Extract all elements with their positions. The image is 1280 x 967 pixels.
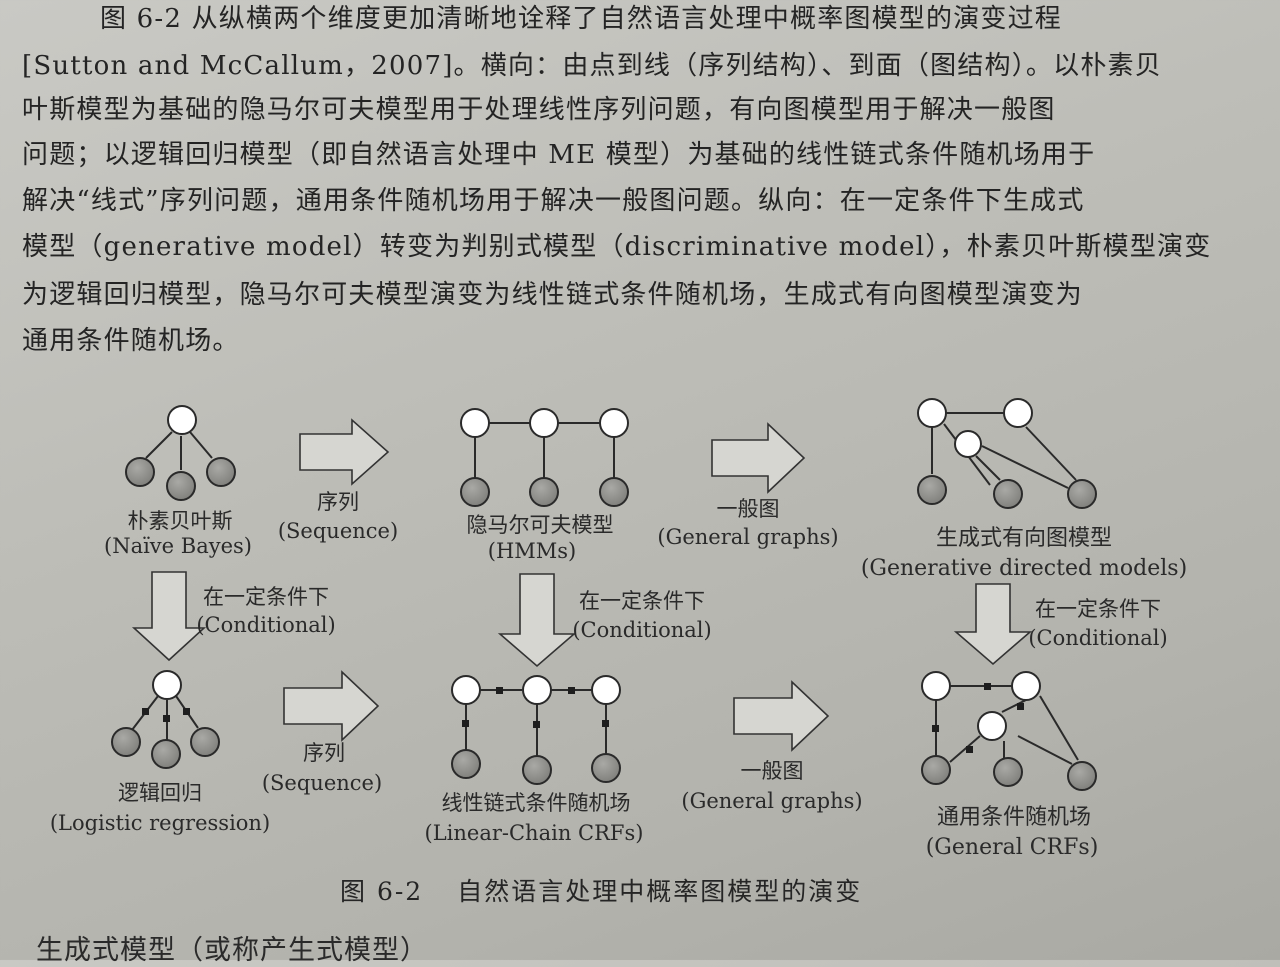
observed-node xyxy=(1067,761,1097,791)
sequence-label-zh-bottom: 序列 xyxy=(303,741,345,765)
observed-node xyxy=(993,479,1023,509)
naive-bayes-label-zh: 朴素贝叶斯 xyxy=(128,509,233,533)
sequence-arrow-bottom xyxy=(283,670,380,742)
naive-bayes-diagram xyxy=(125,405,236,501)
sequence-label-en-top: (Sequence) xyxy=(278,519,398,543)
paragraph-line-3: 叶斯模型为基础的隐马尔可夫模型用于处理线性序列问题，有向图模型用于解决一般图 xyxy=(22,95,1056,125)
figure-caption: 图 6-2 自然语言处理中概率图模型的演变 xyxy=(340,872,862,908)
hidden-node xyxy=(1003,398,1033,428)
general-crf-diagram xyxy=(921,671,1097,791)
paragraph-line-8: 通用条件随机场。 xyxy=(22,326,240,356)
conditional-label-en-middle: (Conditional) xyxy=(572,618,711,642)
hidden-node xyxy=(977,711,1007,741)
hmm-label-zh: 隐马尔可夫模型 xyxy=(467,513,614,537)
logreg-label-en: (Logistic regression) xyxy=(50,811,270,835)
factor-node xyxy=(984,683,991,690)
factor-node xyxy=(568,687,575,694)
linear-chain-crf-diagram xyxy=(451,675,621,785)
observed-node xyxy=(529,477,559,507)
sequence-label-zh-top: 序列 xyxy=(317,490,359,514)
general-label-en-top: (General graphs) xyxy=(657,525,838,549)
caption-text: 自然语言处理中概率图模型的演变 xyxy=(457,877,863,906)
conditional-arrow-left xyxy=(131,571,207,662)
factor-node xyxy=(163,715,170,722)
conditional-label-en-left: (Conditional) xyxy=(196,613,335,637)
observed-node xyxy=(599,477,629,507)
naive-bayes-label-en: (Naïve Bayes) xyxy=(104,534,252,558)
observed-node xyxy=(451,749,481,779)
observed-node xyxy=(921,755,951,785)
gcrf-label-en: (General CRFs) xyxy=(926,835,1099,860)
observed-node xyxy=(125,457,155,487)
hidden-node xyxy=(954,430,982,458)
paragraph-line-6: 模型（generative model）转变为判别式模型（discriminat… xyxy=(22,232,1212,262)
paragraph-line-2: [Sutton and McCallum，2007]。横向：由点到线（序列结构）… xyxy=(22,51,1162,81)
general-label-zh-bottom: 一般图 xyxy=(741,759,804,783)
logreg-label-zh: 逻辑回归 xyxy=(118,781,202,805)
hmm-label-en: (HMMs) xyxy=(488,539,576,563)
observed-node xyxy=(522,755,552,785)
general-label-zh-top: 一般图 xyxy=(717,497,780,521)
paragraph-line-5: 解决“线式”序列问题，通用条件随机场用于解决一般图问题。纵向：在一定条件下生成式 xyxy=(22,186,1085,216)
gcrf-label-zh: 通用条件随机场 xyxy=(937,805,1091,830)
observed-node xyxy=(111,727,141,757)
conditional-arrow-right xyxy=(953,583,1033,666)
hidden-node xyxy=(152,670,182,700)
body-paragraph: 图 6-2 从纵横两个维度更加清晰地诠释了自然语言处理中概率图模型的演变过程 [… xyxy=(0,0,1280,380)
factor-node xyxy=(462,720,469,727)
general-label-en-bottom: (General graphs) xyxy=(681,789,862,813)
hidden-node xyxy=(522,675,552,705)
paragraph-line-1: 图 6-2 从纵横两个维度更加清晰地诠释了自然语言处理中概率图模型的演变过程 xyxy=(100,4,1062,34)
observed-node xyxy=(917,475,947,505)
observed-node xyxy=(206,457,236,487)
next-paragraph-start: 生成式模型（或称产生式模型） xyxy=(36,935,428,966)
observed-node xyxy=(460,477,490,507)
hidden-node xyxy=(921,671,951,701)
conditional-label-zh-right: 在一定条件下 xyxy=(1035,597,1161,621)
factor-node xyxy=(142,708,149,715)
general-arrow-bottom xyxy=(733,680,830,752)
gdm-label-en: (Generative directed models) xyxy=(861,556,1187,581)
hidden-node xyxy=(460,408,490,438)
gdm-label-zh: 生成式有向图模型 xyxy=(936,526,1112,551)
factor-node xyxy=(533,721,540,728)
hmm-diagram xyxy=(460,408,629,507)
observed-node xyxy=(591,753,621,783)
observed-node xyxy=(993,757,1023,787)
factor-node xyxy=(1017,703,1024,710)
hidden-node xyxy=(599,408,629,438)
hidden-node xyxy=(917,398,947,428)
sequence-arrow-top xyxy=(299,418,390,486)
hidden-node xyxy=(167,405,197,435)
lccrf-label-zh: 线性链式条件随机场 xyxy=(442,791,631,815)
observed-node xyxy=(190,727,220,757)
factor-node xyxy=(602,720,609,727)
conditional-label-en-right: (Conditional) xyxy=(1028,626,1167,650)
observed-node xyxy=(166,471,196,501)
factor-node xyxy=(496,687,503,694)
observed-node xyxy=(1067,479,1097,509)
lccrf-label-en: (Linear-Chain CRFs) xyxy=(425,821,644,845)
hidden-node xyxy=(529,408,559,438)
hidden-node xyxy=(1011,671,1041,701)
hidden-node xyxy=(591,675,621,705)
factor-node xyxy=(932,725,939,732)
sequence-label-en-bottom: (Sequence) xyxy=(262,771,382,795)
pgm-evolution-figure: 朴素贝叶斯 (Naïve Bayes) 序列 (Sequence) 隐马尔可夫模… xyxy=(50,398,1187,860)
logistic-regression-diagram xyxy=(111,670,220,769)
generative-directed-diagram xyxy=(917,398,1097,509)
factor-node xyxy=(966,746,973,753)
general-arrow-top xyxy=(711,422,806,494)
hidden-node xyxy=(451,675,481,705)
paragraph-line-7: 为逻辑回归模型，隐马尔可夫模型演变为线性链式条件随机场，生成式有向图模型演变为 xyxy=(22,280,1083,310)
factor-node xyxy=(183,708,190,715)
observed-node xyxy=(151,739,181,769)
conditional-label-zh-middle: 在一定条件下 xyxy=(579,589,705,613)
paragraph-line-4: 问题；以逻辑回归模型（即自然语言处理中 ME 模型）为基础的线性链式条件随机场用… xyxy=(22,140,1096,170)
conditional-label-zh-left: 在一定条件下 xyxy=(203,585,329,609)
caption-number: 图 6-2 xyxy=(340,877,424,906)
conditional-arrow-middle xyxy=(497,573,577,668)
